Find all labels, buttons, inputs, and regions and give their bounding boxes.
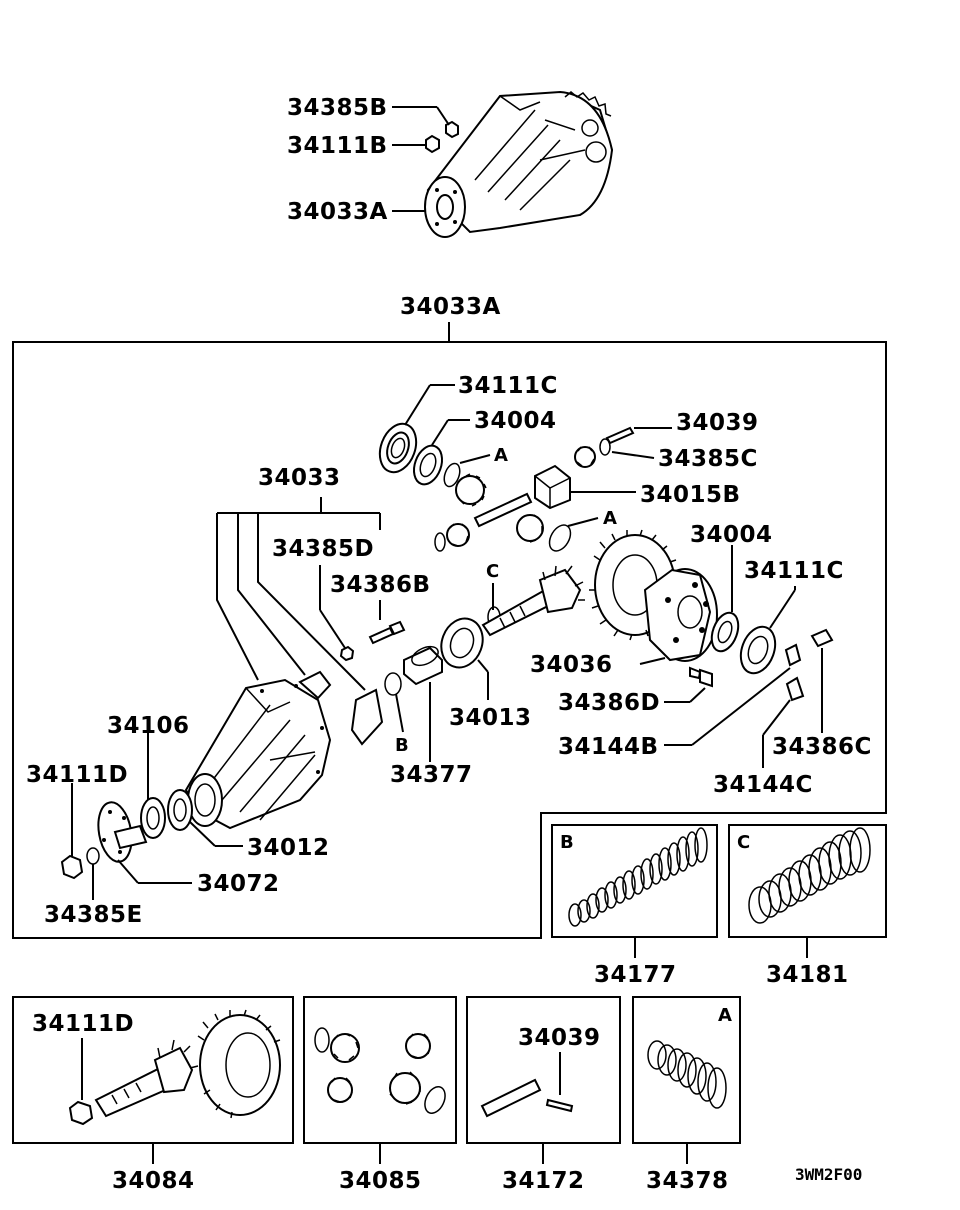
label-34385E: 34385E: [44, 902, 143, 928]
side-gear-upper-illustration: [455, 473, 487, 507]
label-34084: 34084: [112, 1168, 195, 1194]
label-34111B: 34111B: [287, 133, 388, 159]
thrust-washer-stack-illustration: [647, 1040, 727, 1109]
label-34072: 34072: [197, 871, 280, 897]
label-34111D: 34111D: [26, 762, 128, 788]
label-34378: 34378: [646, 1168, 729, 1194]
oil-seal-34106-illustration: [140, 797, 166, 839]
label-34106: 34106: [107, 713, 190, 739]
label-34386B: 34386B: [330, 572, 431, 598]
label-34144C: 34144C: [713, 772, 813, 798]
lock-plate-34144C-illustration: [785, 676, 805, 702]
shim-B-illustration: [384, 672, 402, 696]
carrier-housing-34033-illustration: [184, 670, 384, 830]
drive-pinion-illustration: [481, 565, 585, 637]
bearing-34013-illustration: [440, 617, 484, 669]
bolt-34386C-illustration: [810, 628, 834, 648]
set-34084: 34111D 34084: [12, 996, 294, 1194]
label-34039: 34039: [676, 410, 759, 436]
drive-pinion-set-illustration: [94, 1039, 199, 1118]
pinion-shaft-set-illustration: [480, 1078, 542, 1118]
main-group-frame: [12, 341, 887, 939]
label-34386D: 34386D: [558, 690, 660, 716]
diagram-code: 3WM2F00: [795, 1165, 862, 1184]
label-34033: 34033: [258, 465, 341, 491]
label-34033A-top: 34033A: [287, 199, 388, 225]
lock-plate-34144B-illustration: [784, 643, 802, 667]
label-34004-upper: 34004: [474, 408, 557, 434]
shim-stack-C-illustration: [748, 827, 871, 924]
label-34172: 34172: [502, 1168, 585, 1194]
kit-34177: B 34177: [551, 824, 718, 988]
ref-A-upper: A: [494, 445, 508, 466]
thrust-washer-illustration: [443, 462, 461, 488]
label-34013: 34013: [449, 705, 532, 731]
label-34111C-upper: 34111C: [458, 373, 558, 399]
label-34144B: 34144B: [558, 734, 659, 760]
pinion-shaft-illustration: [473, 492, 533, 528]
washer-34385C-illustration: [599, 438, 611, 456]
main-group-title: 34033A: [400, 294, 501, 320]
ring-gear-set-illustration: [197, 1009, 281, 1119]
set-34085: 34085: [303, 996, 457, 1194]
nut-34385D-illustration: [339, 645, 355, 662]
pinion-gear-right-illustration: [516, 514, 544, 543]
kit-34181: C 34181: [728, 824, 887, 988]
label-34177: 34177: [594, 962, 677, 988]
lock-pin-34039-illustration: [605, 426, 635, 445]
top-assembly: 34385B 34111B 34033A: [287, 90, 614, 238]
ref-B: B: [395, 735, 409, 756]
label-34377: 34377: [390, 762, 473, 788]
spacer-34377-illustration: [403, 645, 443, 686]
bearing-34012-illustration: [167, 789, 193, 831]
pinion-gear-left-illustration: [434, 523, 470, 552]
nut-34111D-set-illustration: [68, 1100, 94, 1126]
block-34015B-illustration: [534, 464, 571, 510]
race-34004-upper-illustration: [412, 444, 444, 486]
ref-A-lower: A: [603, 508, 617, 529]
label-34036: 34036: [530, 652, 613, 678]
main-exploded-group: 34033A 34111C 34004 A: [12, 294, 887, 939]
label-34385B: 34385B: [287, 95, 388, 121]
thrust-washer-lower-illustration: [548, 524, 572, 552]
nut-34111B-illustration: [425, 134, 440, 154]
lock-pin-set-illustration: [545, 1098, 574, 1113]
bearing-34111C-lower-illustration: [739, 625, 777, 675]
nut-34111D-illustration: [60, 854, 84, 880]
bolt-34386B-illustration: [368, 620, 406, 645]
set-34084-inner-label: 34111D: [32, 1011, 134, 1037]
label-34385D: 34385D: [272, 536, 374, 562]
differential-case-34036-illustration: [643, 568, 718, 662]
companion-flange-34072-illustration: [97, 801, 148, 863]
race-34004-lower-illustration: [710, 611, 740, 653]
bearing-34111C-upper-illustration: [378, 422, 418, 474]
differential-gear-set-illustration: [314, 1027, 446, 1114]
set-34172: 34039 34172: [466, 996, 621, 1194]
label-34015B: 34015B: [640, 482, 741, 508]
small-gear-illustration: [574, 446, 596, 468]
washer-34385E-illustration: [86, 847, 100, 865]
differential-carrier-assembly-illustration: [424, 90, 614, 238]
set-34378-corner: A: [718, 1005, 732, 1026]
label-34385C: 34385C: [658, 446, 758, 472]
nut-34385B-illustration: [445, 120, 459, 139]
shim-stack-B-illustration: [568, 827, 708, 927]
bolt-34386D-illustration: [689, 666, 713, 688]
label-34386C: 34386C: [772, 734, 872, 760]
kit-34177-corner: B: [560, 832, 574, 853]
label-34012: 34012: [247, 835, 330, 861]
label-34085: 34085: [339, 1168, 422, 1194]
label-34004-lower: 34004: [690, 522, 773, 548]
leader-34385B-b: [436, 106, 450, 126]
set-34172-inner-label: 34039: [518, 1025, 601, 1051]
set-34378: A 34378: [632, 996, 741, 1194]
ref-C: C: [486, 561, 499, 582]
label-34181: 34181: [766, 962, 849, 988]
kit-34181-corner: C: [737, 832, 750, 853]
label-34111C-lower: 34111C: [744, 558, 844, 584]
